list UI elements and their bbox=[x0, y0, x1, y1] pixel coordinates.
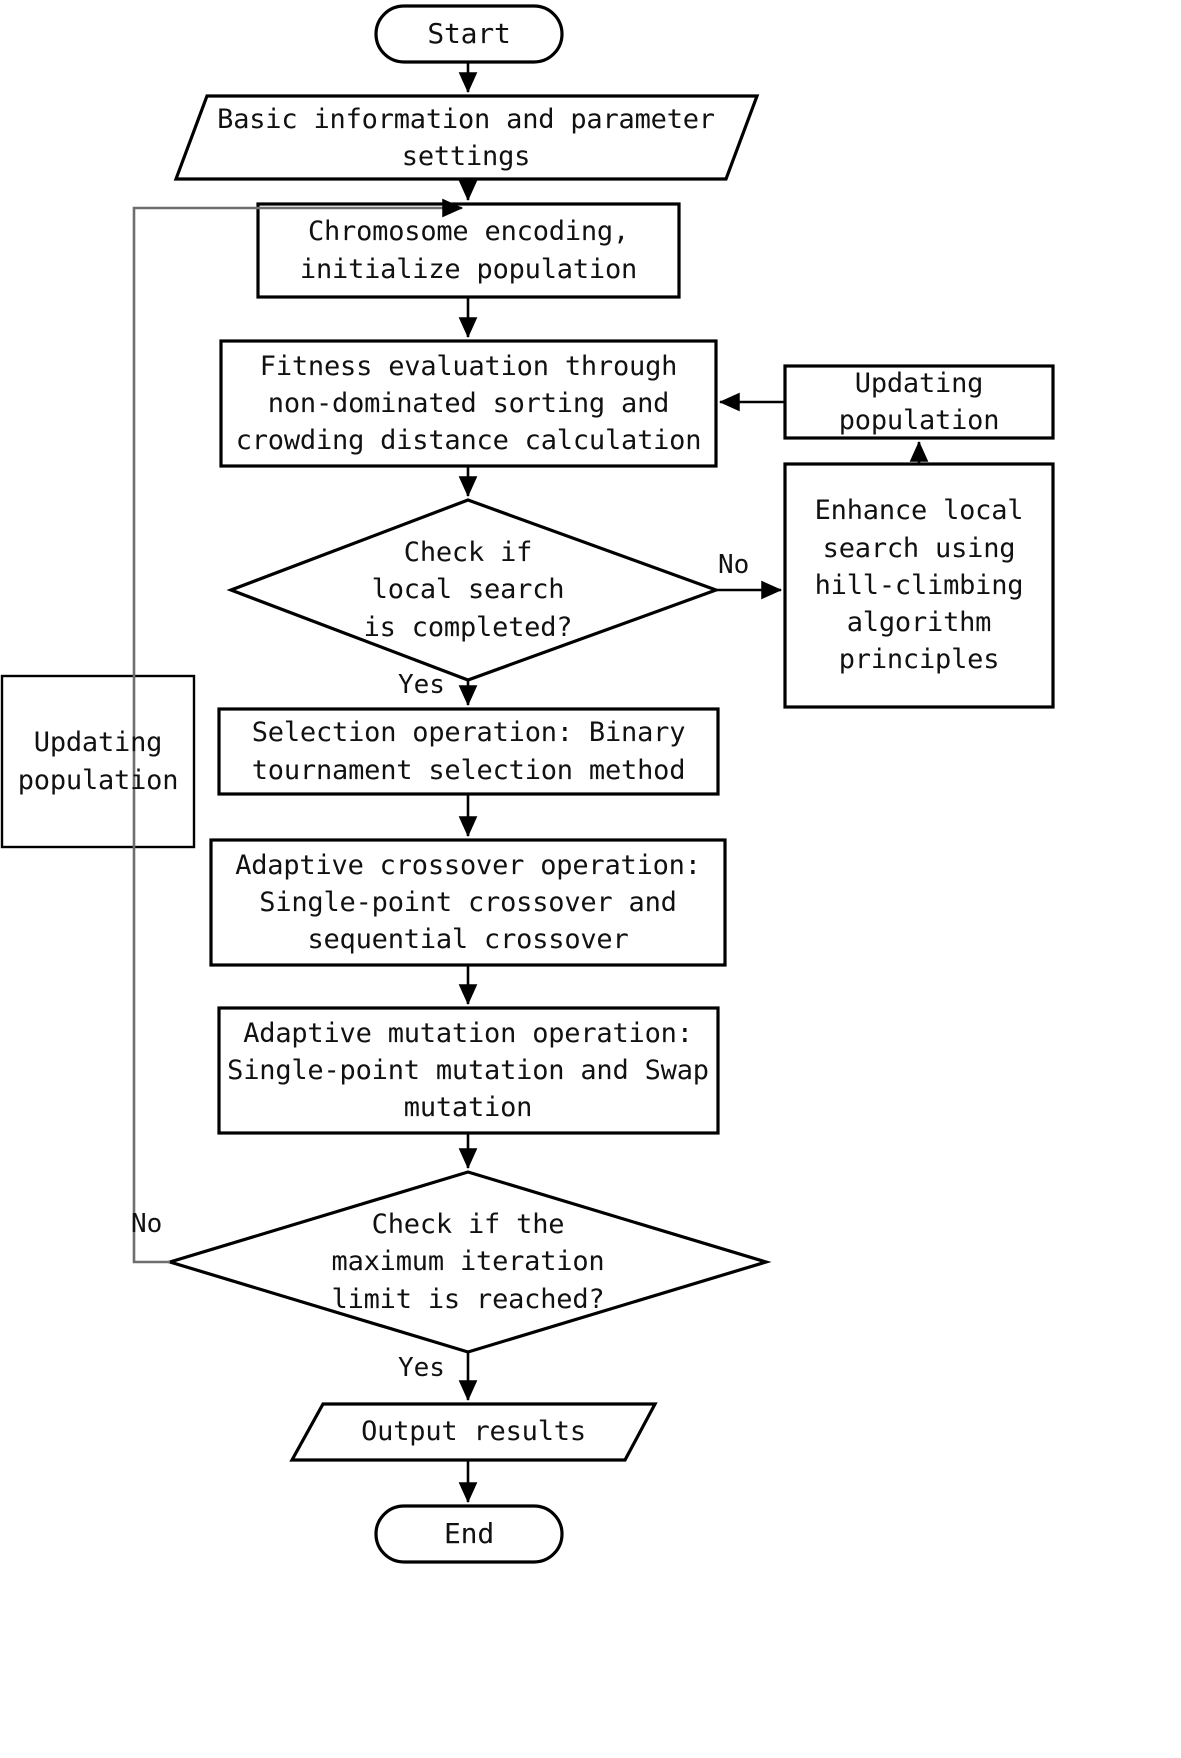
shape-crossover[interactable] bbox=[209, 838, 727, 967]
shape-check-local-search[interactable] bbox=[226, 498, 721, 682]
shape-mutation[interactable] bbox=[217, 1006, 720, 1135]
shape-chromosome[interactable] bbox=[256, 202, 681, 299]
edge-check-iter-no-feedback-loop bbox=[132, 198, 464, 1264]
shape-basic-info[interactable] bbox=[173, 94, 760, 181]
shape-selection[interactable] bbox=[217, 707, 720, 796]
shape-start[interactable] bbox=[374, 4, 564, 64]
shape-fitness[interactable] bbox=[219, 339, 718, 468]
shape-updating-population-left[interactable] bbox=[0, 674, 196, 849]
shape-output-results[interactable] bbox=[289, 1402, 658, 1462]
edge-label-max-iteration-no: No bbox=[131, 1209, 163, 1239]
edge-label-local-search-yes: Yes bbox=[398, 670, 445, 700]
edge-label-local-search-no: No bbox=[718, 550, 750, 580]
shape-enhance-local-search[interactable] bbox=[783, 462, 1055, 709]
edge-label-max-iteration-yes: Yes bbox=[398, 1353, 445, 1383]
shape-updating-population-right[interactable] bbox=[783, 364, 1055, 440]
shape-end[interactable] bbox=[374, 1504, 564, 1564]
shape-check-max-iteration[interactable] bbox=[164, 1170, 772, 1354]
